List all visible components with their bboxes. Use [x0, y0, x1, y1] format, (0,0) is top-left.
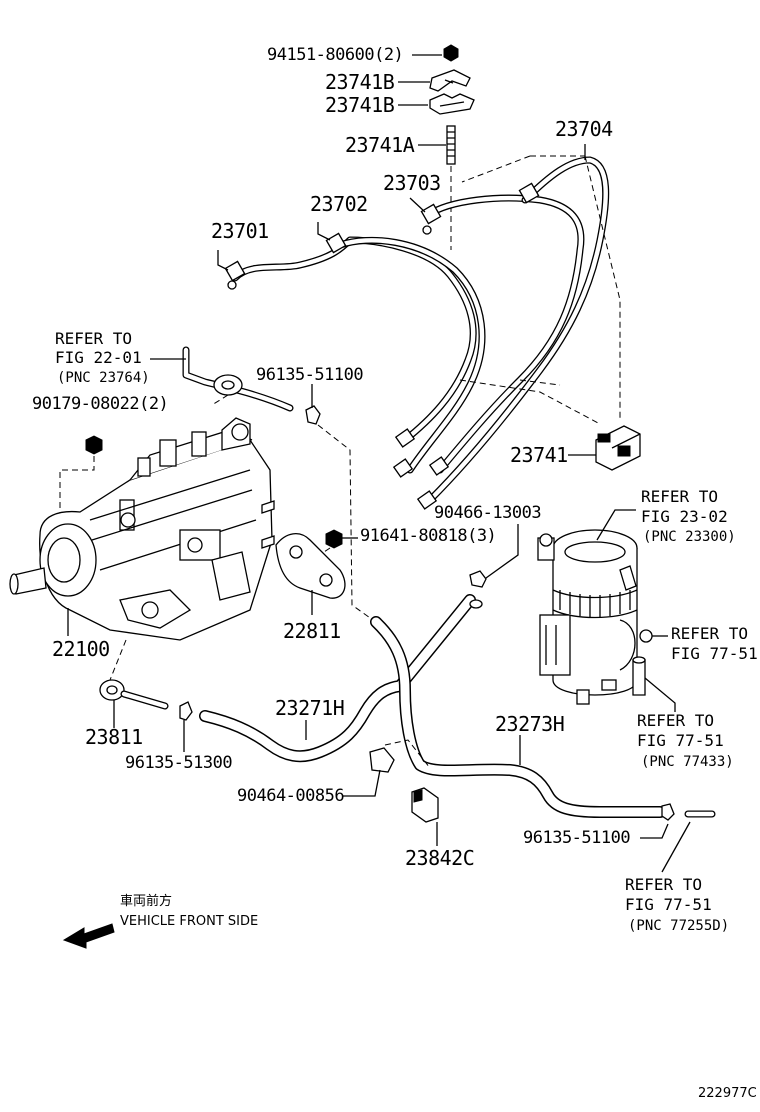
direction-label-jp: 車両前方 — [120, 894, 173, 909]
part-label-96135-51100-bottom: 96135-51100 — [523, 828, 631, 848]
figure-code: 222977C — [698, 1086, 757, 1101]
part-label-96135-51300: 96135-51300 — [125, 753, 233, 773]
ref-77-51-bottom-line2: FIG 77-51 — [625, 895, 712, 914]
part-label-23704: 23704 — [555, 117, 613, 141]
inlet-banjo — [99, 679, 169, 710]
filter-clip — [469, 570, 487, 588]
part-label-23741: 23741 — [510, 443, 568, 467]
pipe-clamp-block — [595, 425, 641, 471]
ref-22-01-line3: (PNC 23764) — [57, 370, 150, 386]
part-label-23842c: 23842C — [405, 846, 475, 870]
part-label-23702: 23702 — [310, 192, 368, 216]
hose-clamp-inlet — [179, 701, 193, 721]
ref-77-51-mid-line3: (PNC 77433) — [641, 754, 734, 770]
pump-bracket — [275, 533, 346, 599]
part-label-23271h: 23271H — [275, 696, 345, 720]
ref-23-02-line1: REFER TO — [641, 487, 719, 506]
ref-23-02-line2: FIG 23-02 — [641, 507, 728, 526]
return-pipe-top — [182, 346, 294, 412]
clamp-lower — [429, 93, 475, 115]
fuel-hose-23271H — [199, 594, 483, 763]
part-label-90464-00856: 90464-00856 — [237, 786, 345, 806]
part-label-22811: 22811 — [283, 619, 341, 643]
part-label-23741b-upper: 23741B — [325, 70, 395, 94]
ref-77-51-bottom-line1: REFER TO — [625, 875, 703, 894]
ref-77-51-mid-line1: REFER TO — [637, 711, 715, 730]
injection-pipes — [224, 156, 610, 510]
ref-22-01-line1: REFER TO — [55, 329, 133, 348]
ref-77-51-mid-line2: FIG 77-51 — [637, 731, 724, 750]
clamp-stud — [446, 125, 456, 165]
hose-clamp-outlet — [661, 803, 675, 821]
ref-77-51-right-line1: REFER TO — [671, 624, 749, 643]
part-label-23811: 23811 — [85, 725, 143, 749]
fuel-filter — [537, 529, 638, 705]
part-label-23741a: 23741A — [345, 133, 415, 157]
bracket-bolt — [325, 529, 358, 549]
clamp-nut — [443, 44, 459, 62]
fuel-hose-23273H — [370, 616, 666, 818]
part-label-94151-80600: 94151-80600(2) — [267, 45, 404, 65]
part-label-90179-08022: 90179-08022(2) — [32, 394, 169, 414]
filter-connector — [639, 629, 668, 643]
front-direction-arrow — [62, 923, 115, 949]
hose-clamp-top — [305, 405, 321, 425]
part-label-23273h: 23273H — [495, 712, 565, 736]
hose-holder-bracket — [411, 787, 439, 823]
part-label-96135-51100-top: 96135-51100 — [256, 365, 364, 385]
part-label-91641-80818: 91641-80818(3) — [360, 526, 497, 546]
ref-23-02-line3: (PNC 23300) — [643, 529, 736, 545]
part-label-90466-13003: 90466-13003 — [434, 503, 542, 523]
hose-holder — [369, 747, 395, 773]
ref-22-01-line2: FIG 22-01 — [55, 348, 142, 367]
ref-77-51-bottom-line3: (PNC 77255D) — [628, 918, 730, 934]
part-label-23741b-lower: 23741B — [325, 93, 395, 117]
part-label-23703: 23703 — [383, 171, 441, 195]
filter-drain-tube — [632, 656, 646, 696]
part-label-22100: 22100 — [52, 637, 110, 661]
pump-nut — [85, 435, 103, 455]
part-label-23701: 23701 — [211, 219, 269, 243]
clamp-upper — [429, 69, 471, 92]
direction-label-en: VEHICLE FRONT SIDE — [120, 914, 259, 929]
ref-77-51-right-line2: FIG 77-51 — [671, 644, 758, 663]
injection-pump — [9, 417, 275, 641]
